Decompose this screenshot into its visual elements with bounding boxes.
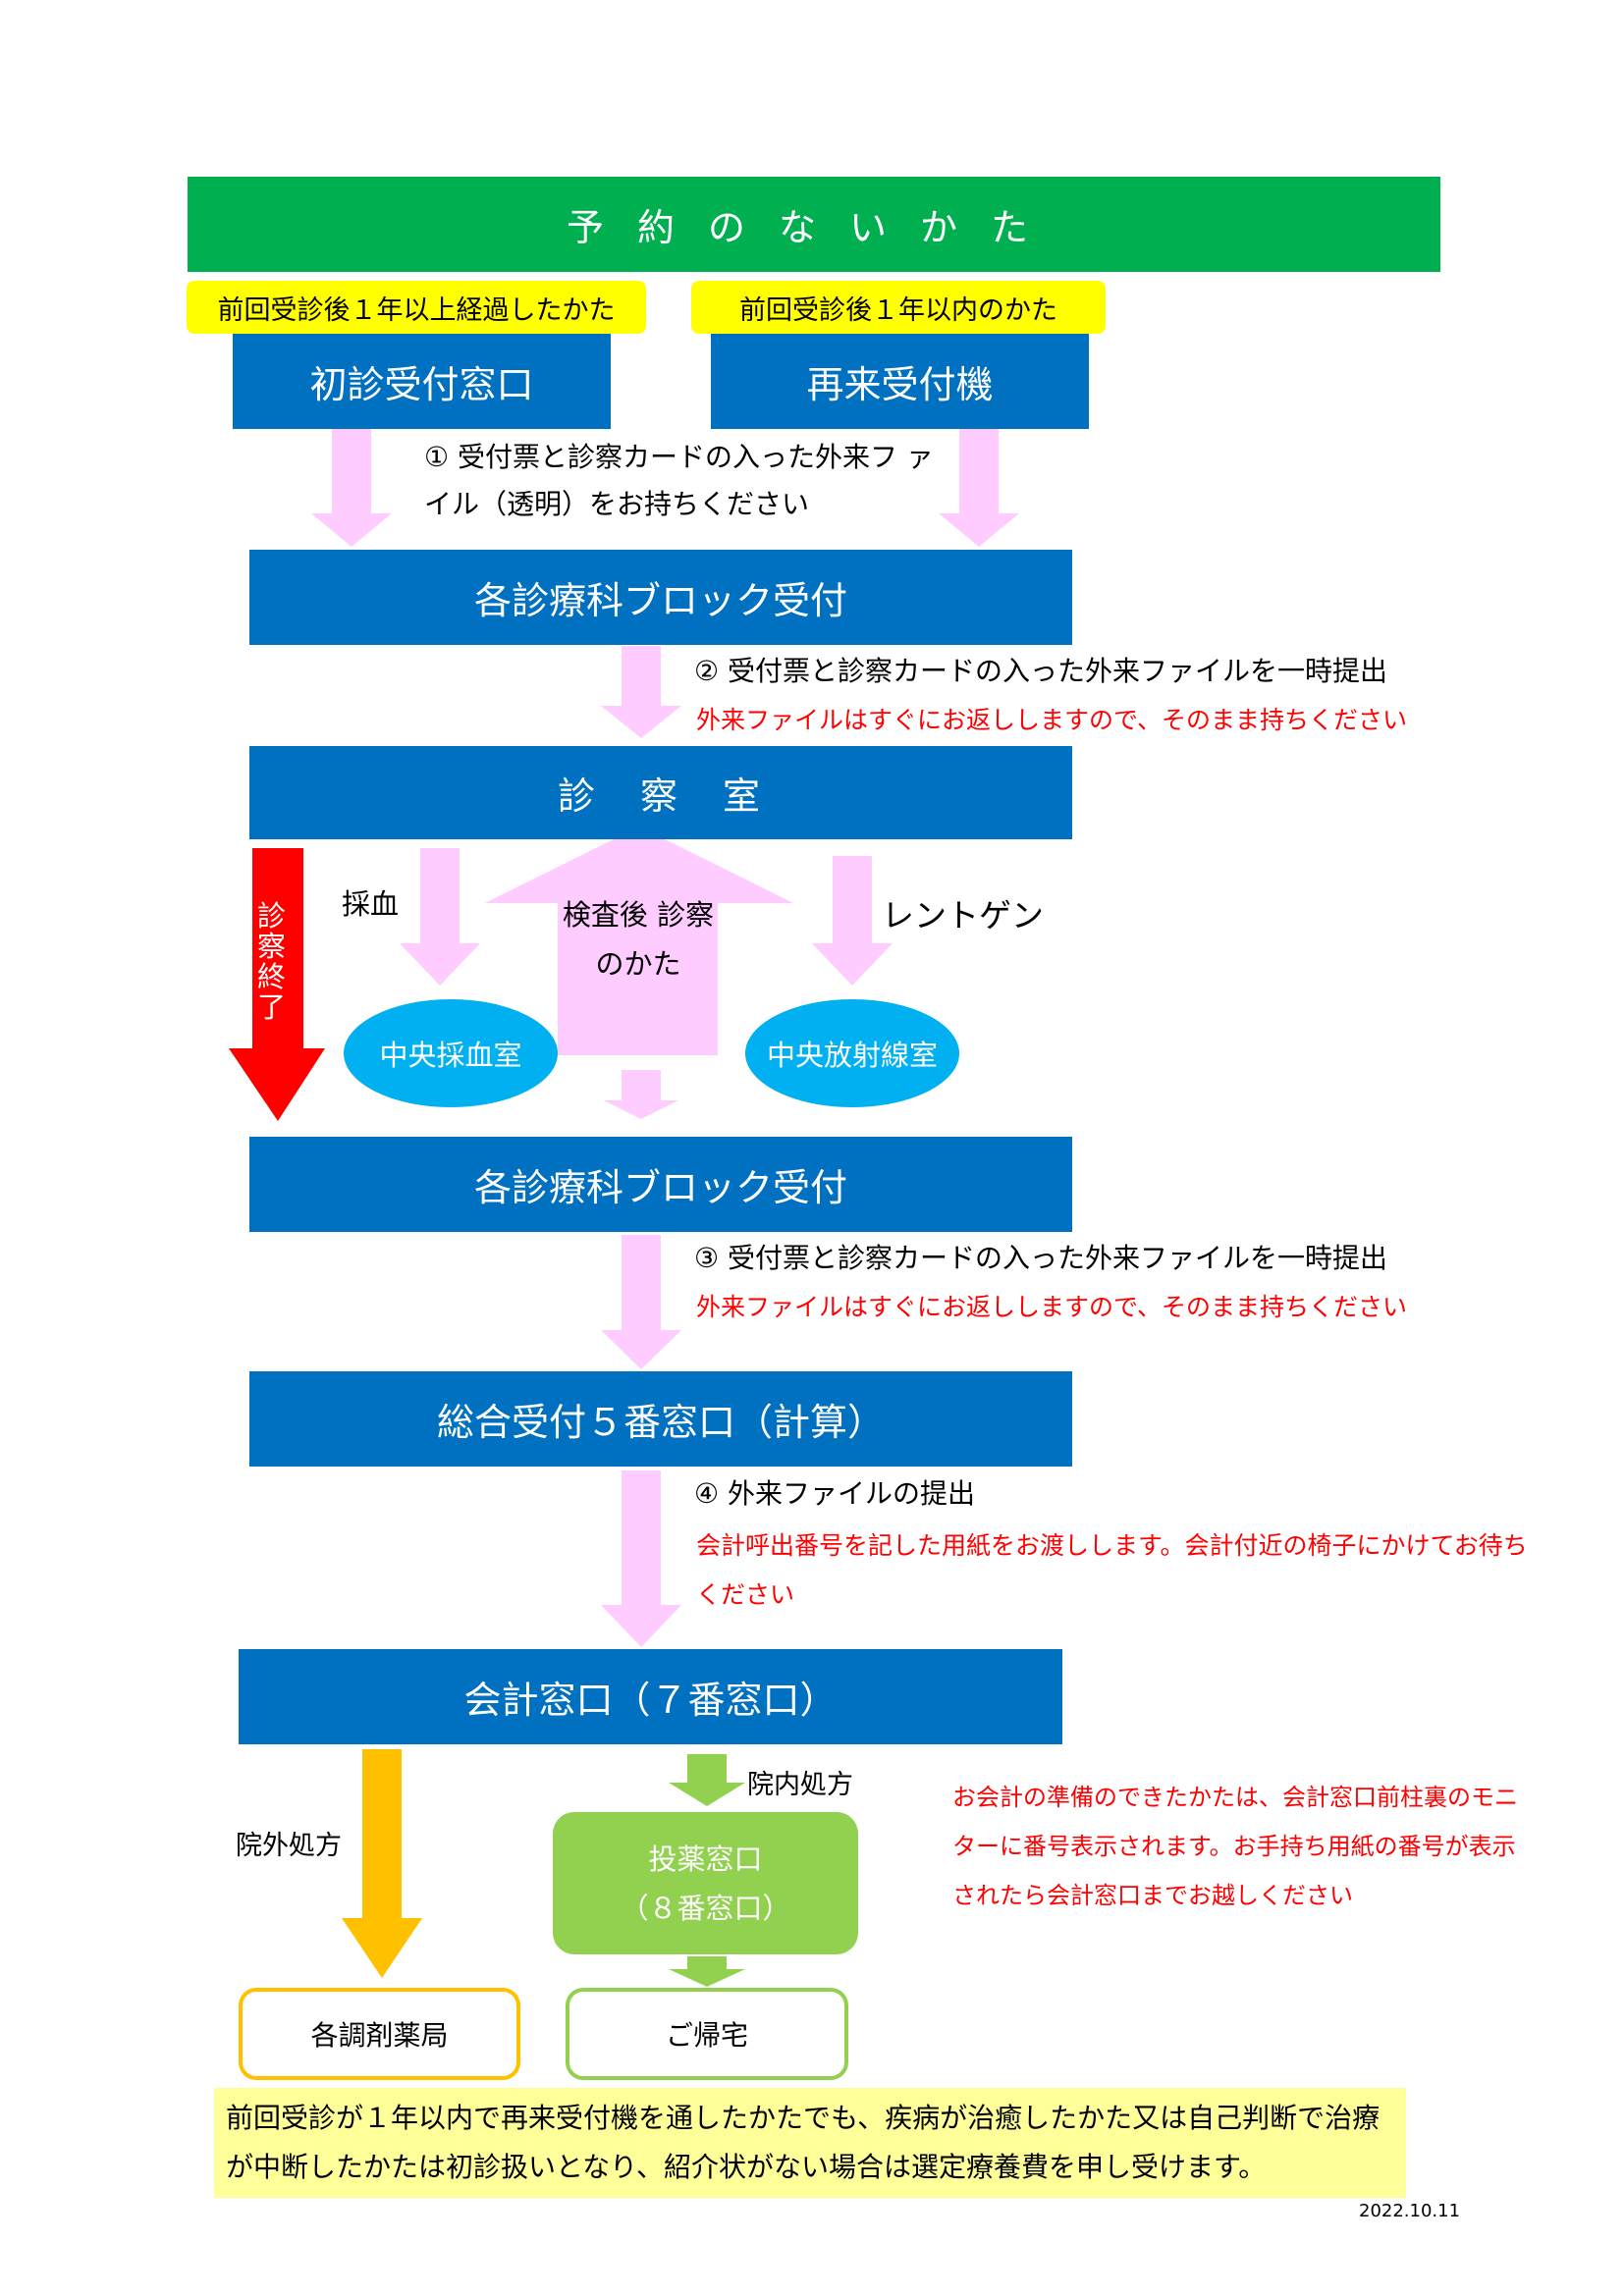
inside-prescription-label: 院内処方	[747, 1770, 853, 1800]
arrow-return-to-block	[939, 429, 1019, 547]
pharmacy-window: 投薬窓口 （８番窓口）	[553, 1812, 858, 1954]
xray-label: レントゲン	[882, 896, 1044, 934]
step-2-note: ② 受付票と診察カードの入った外来ファイルを一時提出	[694, 655, 1388, 687]
arrow-after-test-up	[485, 827, 793, 1055]
bottom-notice: 前回受診が１年以内で再来受付機を通したかたでも、疾病が治癒したかた又は自己判断で…	[214, 2088, 1406, 2198]
blood-test-label: 採血	[342, 887, 400, 921]
outside-prescription-label: 院外処方	[236, 1831, 342, 1861]
go-home: ご帰宅	[566, 1988, 848, 2080]
arrow-block-to-exam	[601, 646, 681, 738]
return-reception-machine: 再来受付機	[711, 334, 1089, 429]
arrow-exam-end	[229, 848, 325, 1121]
block-reception-1: 各診療科ブロック受付	[249, 550, 1072, 645]
central-radiology-room: 中央放射線室	[745, 999, 959, 1107]
arrow-blood	[400, 848, 480, 986]
pharmacy-window-title: 投薬窓口	[648, 1842, 763, 1876]
step-3-note: ③ 受付票と診察カードの入った外来ファイルを一時提出	[694, 1242, 1388, 1274]
step-2-red-note: 外来ファイルはすぐにお返ししますので、そのまま持ちください	[696, 706, 1408, 734]
cashier-monitor-note: お会計の準備のできたかたは、会計窓口前柱裏のモニターに番号表示されます。お手持ち…	[952, 1784, 1518, 1909]
arrow-inside-rx	[669, 1754, 745, 1806]
arrow-block2-to-general	[601, 1235, 681, 1369]
exam-end-label: 診察終了	[257, 899, 287, 1024]
first-visit-window: 初診受付窓口	[233, 334, 611, 429]
step-3-red-note: 外来ファイルはすぐにお返ししますので、そのまま持ちください	[696, 1293, 1408, 1321]
arrow-outside-rx	[342, 1749, 422, 1978]
arrow-after-test-down	[604, 1070, 678, 1119]
arrow-first-to-block	[311, 429, 392, 547]
pharmacy-window-number: （８番窓口）	[620, 1891, 791, 1925]
cashier-window: 会計窓口（７番窓口）	[239, 1649, 1062, 1744]
block-reception-2: 各診療科ブロック受付	[249, 1137, 1072, 1232]
exam-room: 診 察 室	[249, 746, 1072, 839]
arrow-to-home	[669, 1956, 745, 1987]
tag-over-one-year: 前回受診後１年以上経過したかた	[187, 281, 646, 334]
general-reception-window: 総合受付５番窓口（計算）	[249, 1371, 1072, 1467]
after-test-label: 検査後 診察のかた	[562, 898, 715, 981]
central-blood-room: 中央採血室	[344, 999, 558, 1107]
arrow-general-to-cashier	[601, 1470, 681, 1647]
outside-pharmacy: 各調剤薬局	[239, 1988, 520, 2080]
step-4-note: ④ 外来ファイルの提出	[694, 1477, 976, 1510]
step-1-note: ① 受付票と診察カードの入った外来フ ァイル（透明）をお持ちください	[424, 441, 934, 520]
page-title: 予約のないかた	[188, 177, 1440, 272]
date-stamp: 2022.10.11	[1359, 2201, 1461, 2221]
tag-within-one-year: 前回受診後１年以内のかた	[691, 281, 1106, 334]
step-4-red-note: 会計呼出番号を記した用紙をお渡しします。会計付近の椅子にかけてお待ちください	[696, 1531, 1528, 1609]
arrow-xray	[812, 856, 893, 986]
